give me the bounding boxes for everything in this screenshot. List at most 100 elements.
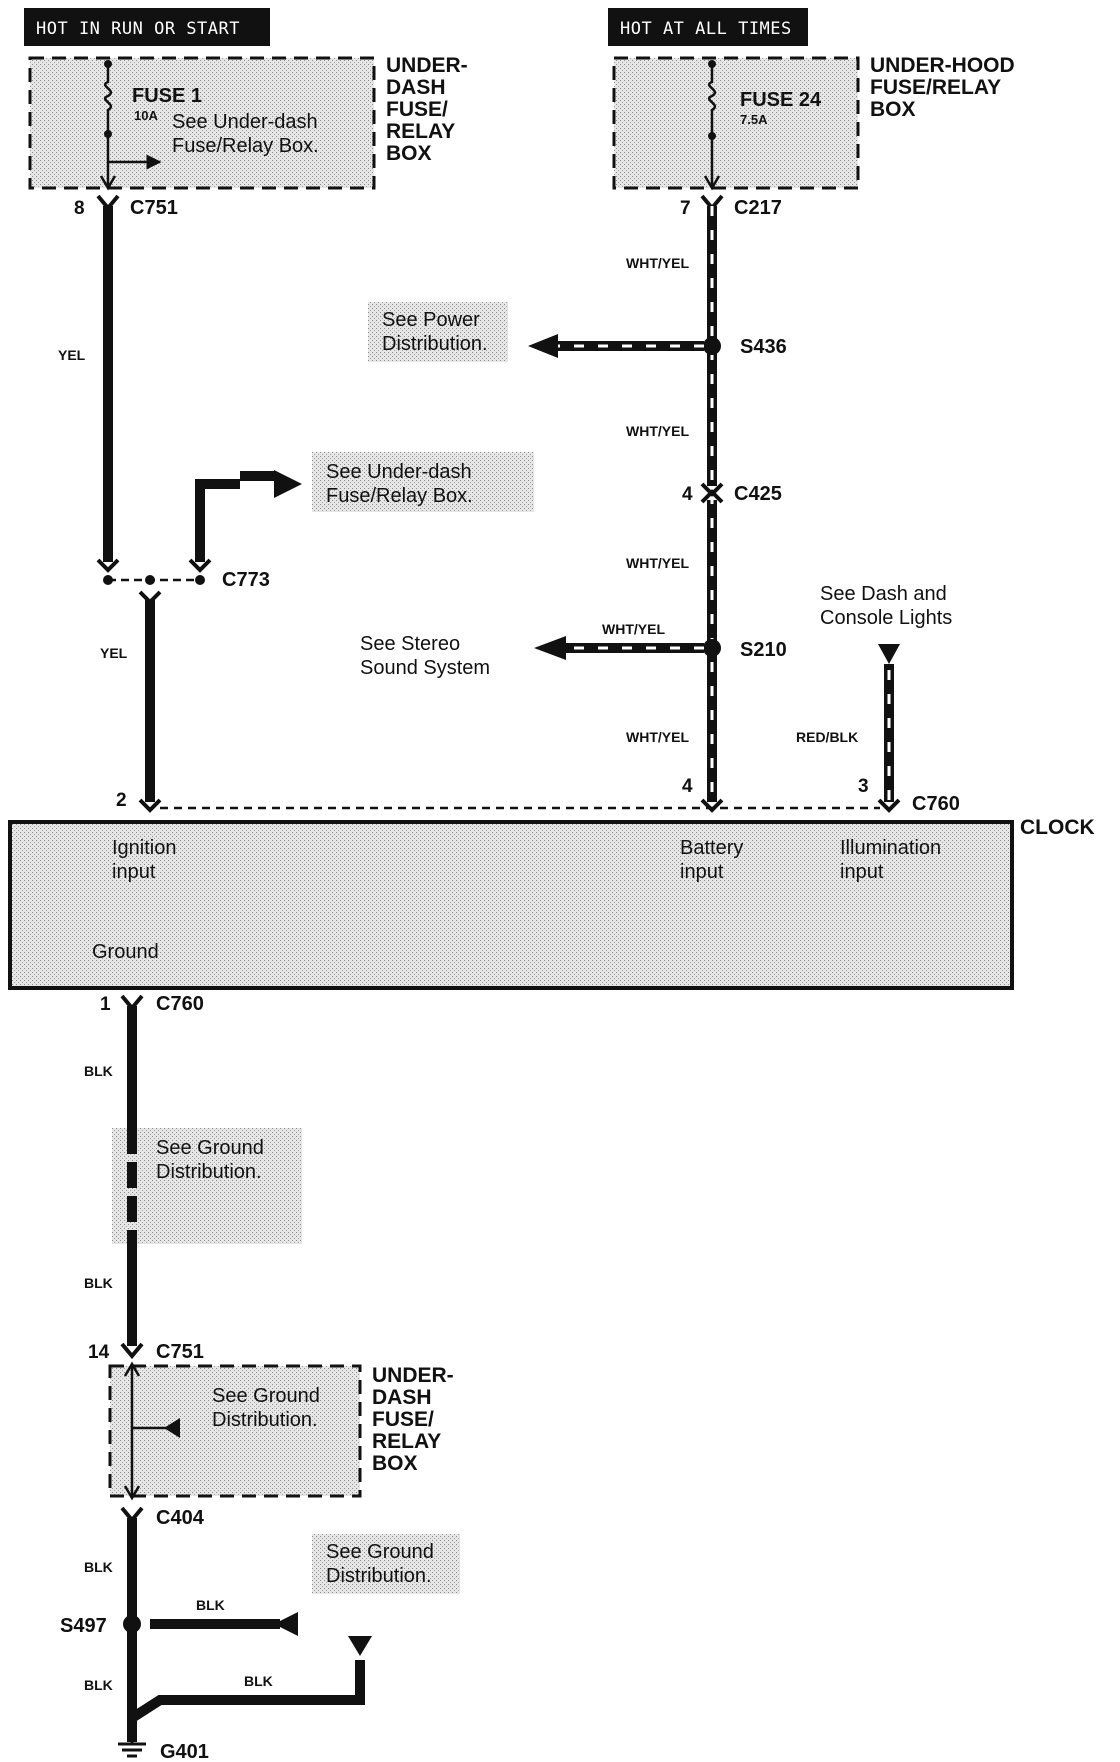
wire-label-yel-2: YEL xyxy=(100,645,128,661)
wire-label-yel-1: YEL xyxy=(58,347,86,363)
svg-text:RELAY: RELAY xyxy=(386,120,455,143)
svg-text:3: 3 xyxy=(858,776,869,797)
ground-g401: G401 xyxy=(118,1734,209,1762)
fuse24-name: FUSE 24 xyxy=(740,89,822,111)
fuse1-symbol xyxy=(103,64,113,134)
svg-text:DASH: DASH xyxy=(372,1386,432,1409)
svg-text:C404: C404 xyxy=(156,1507,205,1529)
wire-label-whtyel-1: WHT/YEL xyxy=(626,255,689,271)
splice-s497: S497 BLK xyxy=(60,1597,298,1637)
fuse24-rating: 7.5A xyxy=(740,112,768,127)
clock-illumination-label: Illumination xyxy=(840,837,941,859)
svg-text:C217: C217 xyxy=(734,197,782,219)
svg-text:FUSE/: FUSE/ xyxy=(372,1408,434,1431)
note-ground-dist-1: See Ground Distribution. xyxy=(112,1128,302,1244)
fuse1-note-line1: See Under-dash xyxy=(172,111,318,133)
svg-text:See Under-dash: See Under-dash xyxy=(326,461,472,483)
wire-label-whtyel-4: WHT/YEL xyxy=(626,729,689,745)
note-dash-lights: See Dash and Console Lights xyxy=(820,583,952,629)
svg-text:S497: S497 xyxy=(60,1615,107,1637)
svg-text:8: 8 xyxy=(74,198,85,219)
svg-text:See Stereo: See Stereo xyxy=(360,633,460,655)
connector-c760-bottom: 1 C760 xyxy=(100,993,204,1015)
wire-label-redblk: RED/BLK xyxy=(796,729,858,745)
svg-text:input: input xyxy=(112,861,156,883)
wire-label-blk-1: BLK xyxy=(84,1063,113,1079)
clock-title: CLOCK xyxy=(1020,816,1095,839)
connector-c773: C773 xyxy=(96,558,270,605)
underdash-box-bottom-label: UNDER- DASH FUSE/ RELAY BOX xyxy=(372,1364,454,1475)
svg-text:DASH: DASH xyxy=(386,76,446,99)
splice-s436: S436 xyxy=(528,334,787,358)
svg-text:See Ground: See Ground xyxy=(326,1541,434,1563)
clock-ground-label: Ground xyxy=(92,941,159,963)
svg-text:See Dash and: See Dash and xyxy=(820,583,947,605)
note-power-distribution: See Power Distribution. xyxy=(368,302,508,362)
wire-label-blk-g401: BLK xyxy=(244,1673,273,1689)
svg-text:C760: C760 xyxy=(912,793,960,815)
svg-text:C760: C760 xyxy=(156,993,204,1015)
svg-text:BOX: BOX xyxy=(870,98,916,121)
wire-label-blk-s497: BLK xyxy=(196,1597,225,1613)
underdash-fuse-box-bottom: See Ground Distribution. xyxy=(108,1361,362,1501)
wire-label-blk-3: BLK xyxy=(84,1559,113,1575)
clock-battery-label: Battery xyxy=(680,837,743,859)
underhood-box-label: UNDER-HOOD FUSE/RELAY BOX xyxy=(870,54,1015,121)
svg-text:BOX: BOX xyxy=(386,142,432,165)
wire-branch-underdash xyxy=(195,479,240,562)
connector-c751-top: 8 C751 xyxy=(74,194,178,219)
wire-blk-g401-branch: BLK xyxy=(129,1636,372,1723)
wire-label-blk-2: BLK xyxy=(84,1275,113,1291)
svg-text:2: 2 xyxy=(116,790,127,811)
svg-text:Distribution.: Distribution. xyxy=(326,1565,432,1587)
svg-text:C751: C751 xyxy=(130,197,178,219)
connector-c217: 7 C217 xyxy=(680,194,782,219)
svg-text:C773: C773 xyxy=(222,569,270,591)
fuse1-note-line2: Fuse/Relay Box. xyxy=(172,135,319,157)
connector-c760-top: 2 4 3 C760 xyxy=(116,776,960,815)
svg-text:input: input xyxy=(680,861,724,883)
svg-text:C425: C425 xyxy=(734,483,782,505)
underdash-fuse-box-top: FUSE 1 10A See Under-dash Fuse/Relay Box… xyxy=(28,56,376,191)
svg-text:RELAY: RELAY xyxy=(372,1430,441,1453)
svg-text:Sound System: Sound System xyxy=(360,657,490,679)
svg-text:S210: S210 xyxy=(740,639,787,661)
svg-text:UNDER-HOOD: UNDER-HOOD xyxy=(870,54,1015,77)
svg-text:4: 4 xyxy=(682,776,693,797)
banner-right-text: HOT AT ALL TIMES xyxy=(620,19,792,39)
banner-hot-in-run-or-start: HOT IN RUN OR START xyxy=(24,8,270,46)
svg-text:BOX: BOX xyxy=(372,1452,418,1475)
banner-hot-at-all-times: HOT AT ALL TIMES xyxy=(608,8,808,46)
svg-text:UNDER-: UNDER- xyxy=(372,1364,454,1387)
svg-text:Distribution.: Distribution. xyxy=(382,333,488,355)
splice-s210: S210 WHT/YEL xyxy=(534,621,787,661)
connector-c425: 4 C425 xyxy=(682,482,782,505)
clock-ignition-label: Ignition xyxy=(112,837,177,859)
svg-text:See Power: See Power xyxy=(382,309,480,331)
svg-text:14: 14 xyxy=(88,1342,110,1363)
connector-c751-bottom: 14 C751 xyxy=(88,1341,204,1363)
wire-label-whtyel-2: WHT/YEL xyxy=(626,423,689,439)
svg-text:4: 4 xyxy=(682,484,693,505)
svg-text:Console Lights: Console Lights xyxy=(820,607,952,629)
svg-text:FUSE/: FUSE/ xyxy=(386,98,448,121)
svg-text:UNDER-: UNDER- xyxy=(386,54,468,77)
note-underdash-ref: See Under-dash Fuse/Relay Box. xyxy=(312,452,534,512)
svg-text:Fuse/Relay Box.: Fuse/Relay Box. xyxy=(326,485,473,507)
svg-text:FUSE/RELAY: FUSE/RELAY xyxy=(870,76,1001,99)
wire-label-whtyel-branch: WHT/YEL xyxy=(602,621,665,637)
fuse1-name: FUSE 1 xyxy=(132,85,202,107)
dash-lights-arrow xyxy=(878,644,900,664)
svg-text:input: input xyxy=(840,861,884,883)
svg-text:Distribution.: Distribution. xyxy=(212,1409,318,1431)
svg-text:Distribution.: Distribution. xyxy=(156,1161,262,1183)
note-ground-dist-3: See Ground Distribution. xyxy=(312,1534,460,1594)
svg-text:See Ground: See Ground xyxy=(212,1385,320,1407)
fuse1-rating: 10A xyxy=(134,108,158,123)
svg-text:7: 7 xyxy=(680,198,691,219)
fuse24-symbol xyxy=(707,64,717,136)
svg-text:C751: C751 xyxy=(156,1341,204,1363)
svg-text:S436: S436 xyxy=(740,336,787,358)
svg-text:G401: G401 xyxy=(160,1741,209,1762)
